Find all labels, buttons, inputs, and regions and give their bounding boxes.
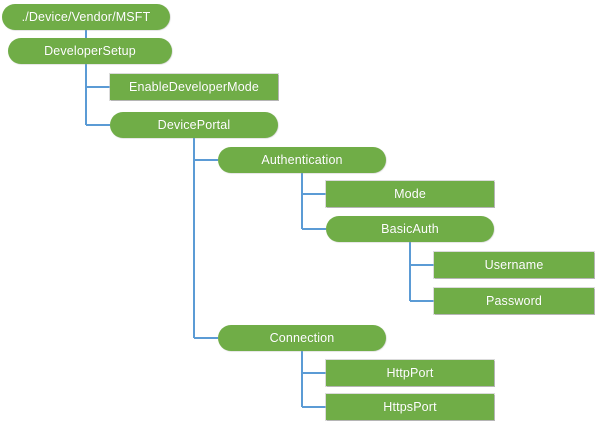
tree-node-authentication[interactable]: Authentication: [218, 147, 386, 173]
tree-node-label: Authentication: [261, 153, 343, 167]
tree-node-enabledevelopermode[interactable]: EnableDeveloperMode: [110, 74, 278, 100]
tree-node-deviceportal[interactable]: DevicePortal: [110, 112, 278, 138]
tree-node-label: EnableDeveloperMode: [128, 80, 260, 94]
tree-node-label: Connection: [269, 331, 335, 345]
tree-node-label: HttpsPort: [383, 400, 437, 414]
tree-node-mode[interactable]: Mode: [326, 181, 494, 207]
tree-node-label: HttpPort: [386, 366, 434, 380]
tree-node-connection[interactable]: Connection: [218, 325, 386, 351]
tree-node-label: Password: [485, 294, 543, 308]
tree-node-httpsport[interactable]: HttpsPort: [326, 394, 494, 420]
tree-node-basicauth[interactable]: BasicAuth: [326, 216, 494, 242]
tree-node-label: DeveloperSetup: [44, 44, 136, 58]
tree-node-httpport[interactable]: HttpPort: [326, 360, 494, 386]
tree-node-username[interactable]: Username: [434, 252, 594, 278]
tree-node-label: BasicAuth: [381, 222, 439, 236]
tree-node-password[interactable]: Password: [434, 288, 594, 314]
tree-node-label: Mode: [394, 187, 426, 201]
tree-node-label: Username: [484, 258, 544, 272]
tree-node-root[interactable]: ./Device/Vendor/MSFT: [2, 4, 170, 30]
tree-node-label: DevicePortal: [157, 118, 231, 132]
tree-node-label: ./Device/Vendor/MSFT: [21, 10, 151, 24]
tree-node-developersetup[interactable]: DeveloperSetup: [8, 38, 172, 64]
